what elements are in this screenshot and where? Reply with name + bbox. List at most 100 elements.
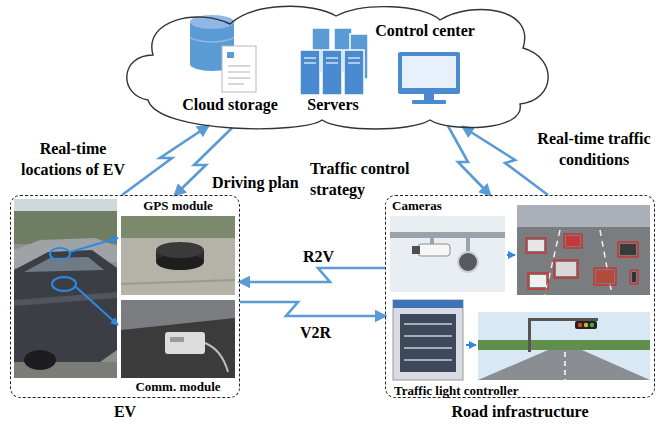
server-icon xyxy=(304,57,316,59)
wireless-arrow xyxy=(240,302,385,316)
car-photo xyxy=(14,199,117,244)
detection-photo xyxy=(517,205,650,295)
component-label: Cloud storage xyxy=(182,96,278,114)
traffic-light-photo xyxy=(478,312,650,380)
traffic-light-photo xyxy=(478,340,650,350)
detection-photo xyxy=(594,268,616,285)
detection-photo xyxy=(556,262,576,276)
server-icon xyxy=(348,62,360,64)
database-icon xyxy=(190,38,234,42)
controller-photo xyxy=(404,359,452,361)
detection-photo xyxy=(517,205,650,295)
server-icon xyxy=(300,50,320,95)
document-icon xyxy=(228,83,244,85)
car-photo xyxy=(24,350,56,370)
document-icon xyxy=(227,52,234,58)
detection-photo xyxy=(630,270,638,284)
detection-photo xyxy=(526,238,546,253)
gps-photo xyxy=(121,216,235,295)
detection-photo xyxy=(566,236,580,246)
traffic-light-photo xyxy=(564,352,566,380)
controller-photo xyxy=(393,300,476,380)
traffic-light-photo xyxy=(528,318,598,321)
detection-photo xyxy=(530,275,546,287)
detection-photo xyxy=(528,240,544,251)
cloud-outline xyxy=(118,0,558,134)
traffic-light-photo xyxy=(575,321,597,329)
traffic-light-photo xyxy=(578,323,582,327)
camera-photo xyxy=(390,232,505,238)
document-icon xyxy=(228,77,250,79)
comm-photo xyxy=(121,300,235,378)
controller-photo xyxy=(404,323,452,325)
camera-photo xyxy=(430,238,434,244)
cloud-outline xyxy=(127,6,548,129)
server-icon xyxy=(300,28,368,95)
detection-photo xyxy=(528,273,548,289)
link-label: Traffic control strategy xyxy=(310,158,428,200)
document-icon xyxy=(228,65,250,67)
gps-photo xyxy=(121,216,235,238)
photo-caption: Comm. module xyxy=(135,380,220,394)
link-label: R2V xyxy=(303,246,334,267)
server-icon xyxy=(344,50,364,95)
group-title: EV xyxy=(114,403,136,421)
comm-photo xyxy=(121,300,235,330)
car-photo xyxy=(76,287,118,325)
detection-photo xyxy=(596,270,614,283)
camera-photo xyxy=(466,238,470,252)
controller-photo xyxy=(400,314,456,372)
traffic-light-photo xyxy=(590,323,594,327)
detection-photo xyxy=(632,272,636,282)
document-icon xyxy=(222,46,256,92)
wireless-arrow xyxy=(122,126,208,195)
component-label: Control center xyxy=(375,22,475,40)
detection-photo xyxy=(564,234,582,248)
comm-photo xyxy=(170,337,184,342)
monitor-icon xyxy=(398,52,460,94)
traffic-light-photo xyxy=(584,323,588,327)
car-photo xyxy=(14,199,117,378)
camera-photo xyxy=(390,216,505,292)
server-icon xyxy=(326,62,338,64)
car-photo xyxy=(52,277,76,291)
dashed-frame xyxy=(10,195,240,398)
controller-photo xyxy=(393,300,463,380)
server-icon xyxy=(322,50,342,95)
server-icon xyxy=(304,62,316,64)
gps-photo xyxy=(121,280,235,284)
gps-photo xyxy=(121,216,235,295)
traffic-light-photo xyxy=(528,318,531,352)
group-title: Road infrastructure xyxy=(451,403,588,421)
controller-photo xyxy=(393,300,463,308)
monitor-icon xyxy=(424,94,434,100)
detection-photo xyxy=(618,242,638,257)
server-icon xyxy=(326,57,338,59)
link-label: Driving plan xyxy=(212,172,299,193)
traffic-light-photo xyxy=(478,350,650,380)
monitor-icon xyxy=(402,56,456,88)
car-photo xyxy=(14,292,117,306)
camera-photo xyxy=(507,254,515,256)
wireless-arrow xyxy=(463,127,548,195)
car-photo xyxy=(14,250,117,362)
comm-photo xyxy=(121,300,235,378)
detection-photo xyxy=(517,205,650,227)
gps-photo xyxy=(156,242,204,258)
camera-photo xyxy=(412,246,420,254)
link-label: Real-time locations of EV xyxy=(12,138,134,180)
document-icon xyxy=(222,46,256,92)
controller-photo xyxy=(404,335,452,337)
car-photo xyxy=(70,238,118,252)
photo-caption: Traffic light controller xyxy=(394,384,518,398)
detection-photo xyxy=(554,260,578,278)
dashed-frame xyxy=(385,195,655,398)
cloud-shape: Cloud storageServersControl center xyxy=(118,0,558,134)
camera-photo xyxy=(458,252,478,272)
link-label: V2R xyxy=(300,322,331,343)
wireless-arrow xyxy=(448,126,490,195)
wireless-arrow xyxy=(240,268,385,282)
camera-photo xyxy=(390,216,515,292)
